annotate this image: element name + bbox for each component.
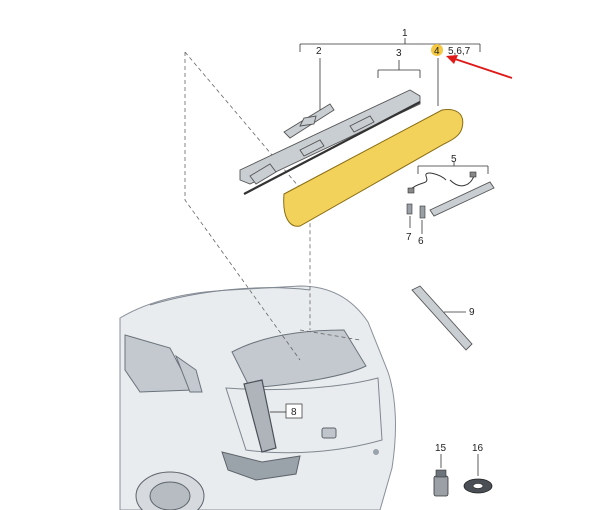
car-roof-line bbox=[149, 287, 311, 306]
part-3-seal bbox=[243, 101, 421, 195]
callout-5: 5 bbox=[451, 154, 457, 165]
callout-3: 3 bbox=[396, 48, 402, 59]
bracket-1 bbox=[299, 38, 481, 52]
part-16-tape-roll bbox=[463, 478, 493, 494]
part-7-clip bbox=[406, 203, 413, 215]
car-marker bbox=[373, 449, 379, 455]
trim-panel-8 bbox=[243, 379, 277, 453]
car-side-window bbox=[124, 334, 193, 393]
callout-4: 4 bbox=[434, 46, 440, 57]
callout-7: 7 bbox=[406, 232, 412, 243]
pointer-arrow bbox=[446, 55, 513, 79]
part-3-rail bbox=[239, 89, 421, 185]
car-badge bbox=[321, 427, 337, 439]
callout-9: 9 bbox=[469, 307, 475, 318]
part-4-spoiler bbox=[283, 109, 464, 227]
bracket-3 bbox=[377, 60, 421, 78]
part-2-bracket bbox=[283, 103, 335, 139]
car-tail-light bbox=[221, 451, 301, 481]
part-9-trim-strip bbox=[411, 285, 473, 351]
callout-5-6-7: 5,6,7 bbox=[448, 46, 471, 57]
callout-1: 1 bbox=[402, 28, 408, 39]
part-5-brake-light bbox=[407, 171, 495, 217]
callout-2: 2 bbox=[316, 46, 322, 57]
callout-4-highlight bbox=[431, 44, 443, 56]
car-tailgate bbox=[225, 377, 383, 454]
bracket-5 bbox=[417, 162, 489, 174]
part-15-bottle bbox=[433, 469, 449, 497]
car-quarter-window bbox=[174, 354, 203, 393]
car-wheel-rim bbox=[149, 481, 191, 510]
part-6-clip bbox=[419, 205, 426, 219]
car-rear-view bbox=[119, 285, 396, 510]
projection-lines bbox=[184, 51, 361, 361]
callout-6: 6 bbox=[418, 236, 424, 247]
callout-8-box bbox=[285, 403, 303, 419]
callout-15: 15 bbox=[435, 443, 447, 454]
callout-16: 16 bbox=[472, 443, 484, 454]
callout-8: 8 bbox=[291, 407, 297, 418]
